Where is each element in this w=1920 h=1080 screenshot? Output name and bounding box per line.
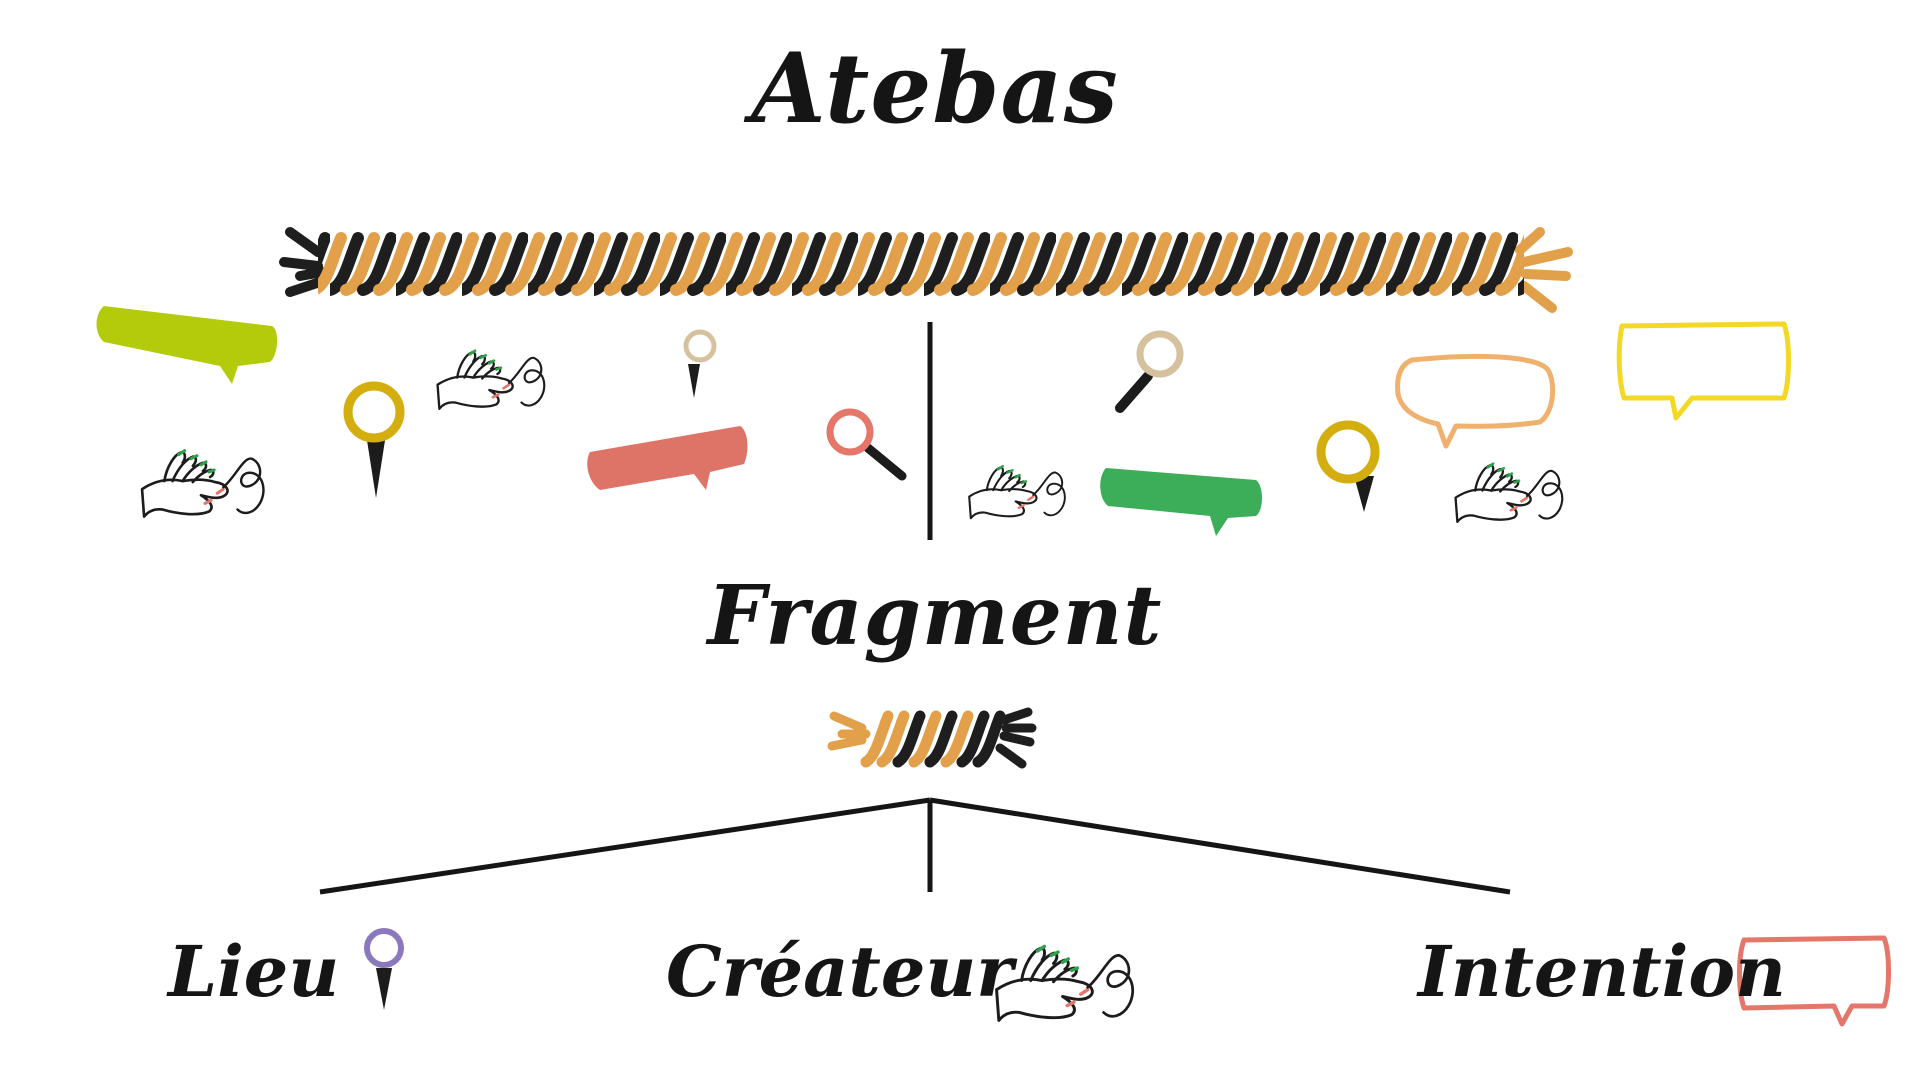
map-pin-icon (1316, 420, 1380, 512)
leaf-label-lieu: Lieu (168, 930, 340, 1013)
speech-bubble-icon (1395, 353, 1556, 449)
speech-bubble-icon (1100, 468, 1262, 536)
speech-bubble-icon (587, 426, 748, 490)
leaf-label-intention: Intention (1418, 930, 1786, 1013)
hand-icon (140, 449, 266, 518)
diagram-title: Atebas (751, 32, 1119, 145)
speech-bubble-icon (1616, 321, 1791, 421)
hand-icon (1454, 462, 1564, 524)
magnifier-icon (1115, 330, 1184, 413)
leaf-lieu-pin-icon (364, 928, 404, 1010)
map-pin-icon (343, 381, 405, 498)
leaf-createur-hand-icon (994, 944, 1135, 1022)
speech-bubble-icon (96, 306, 278, 384)
fragment-rope (827, 707, 1037, 769)
diagram-subtitle: Fragment (707, 568, 1163, 664)
main-rope (279, 227, 1573, 313)
map-pin-icon (683, 329, 717, 398)
hand-icon (436, 349, 546, 410)
leaf-label-createur: Créateur (666, 930, 1014, 1013)
magnifier-icon (826, 408, 907, 481)
hand-icon (967, 464, 1067, 520)
leaf-intention-bubble-icon (1737, 935, 1891, 1027)
tree-branches (319, 797, 1511, 895)
